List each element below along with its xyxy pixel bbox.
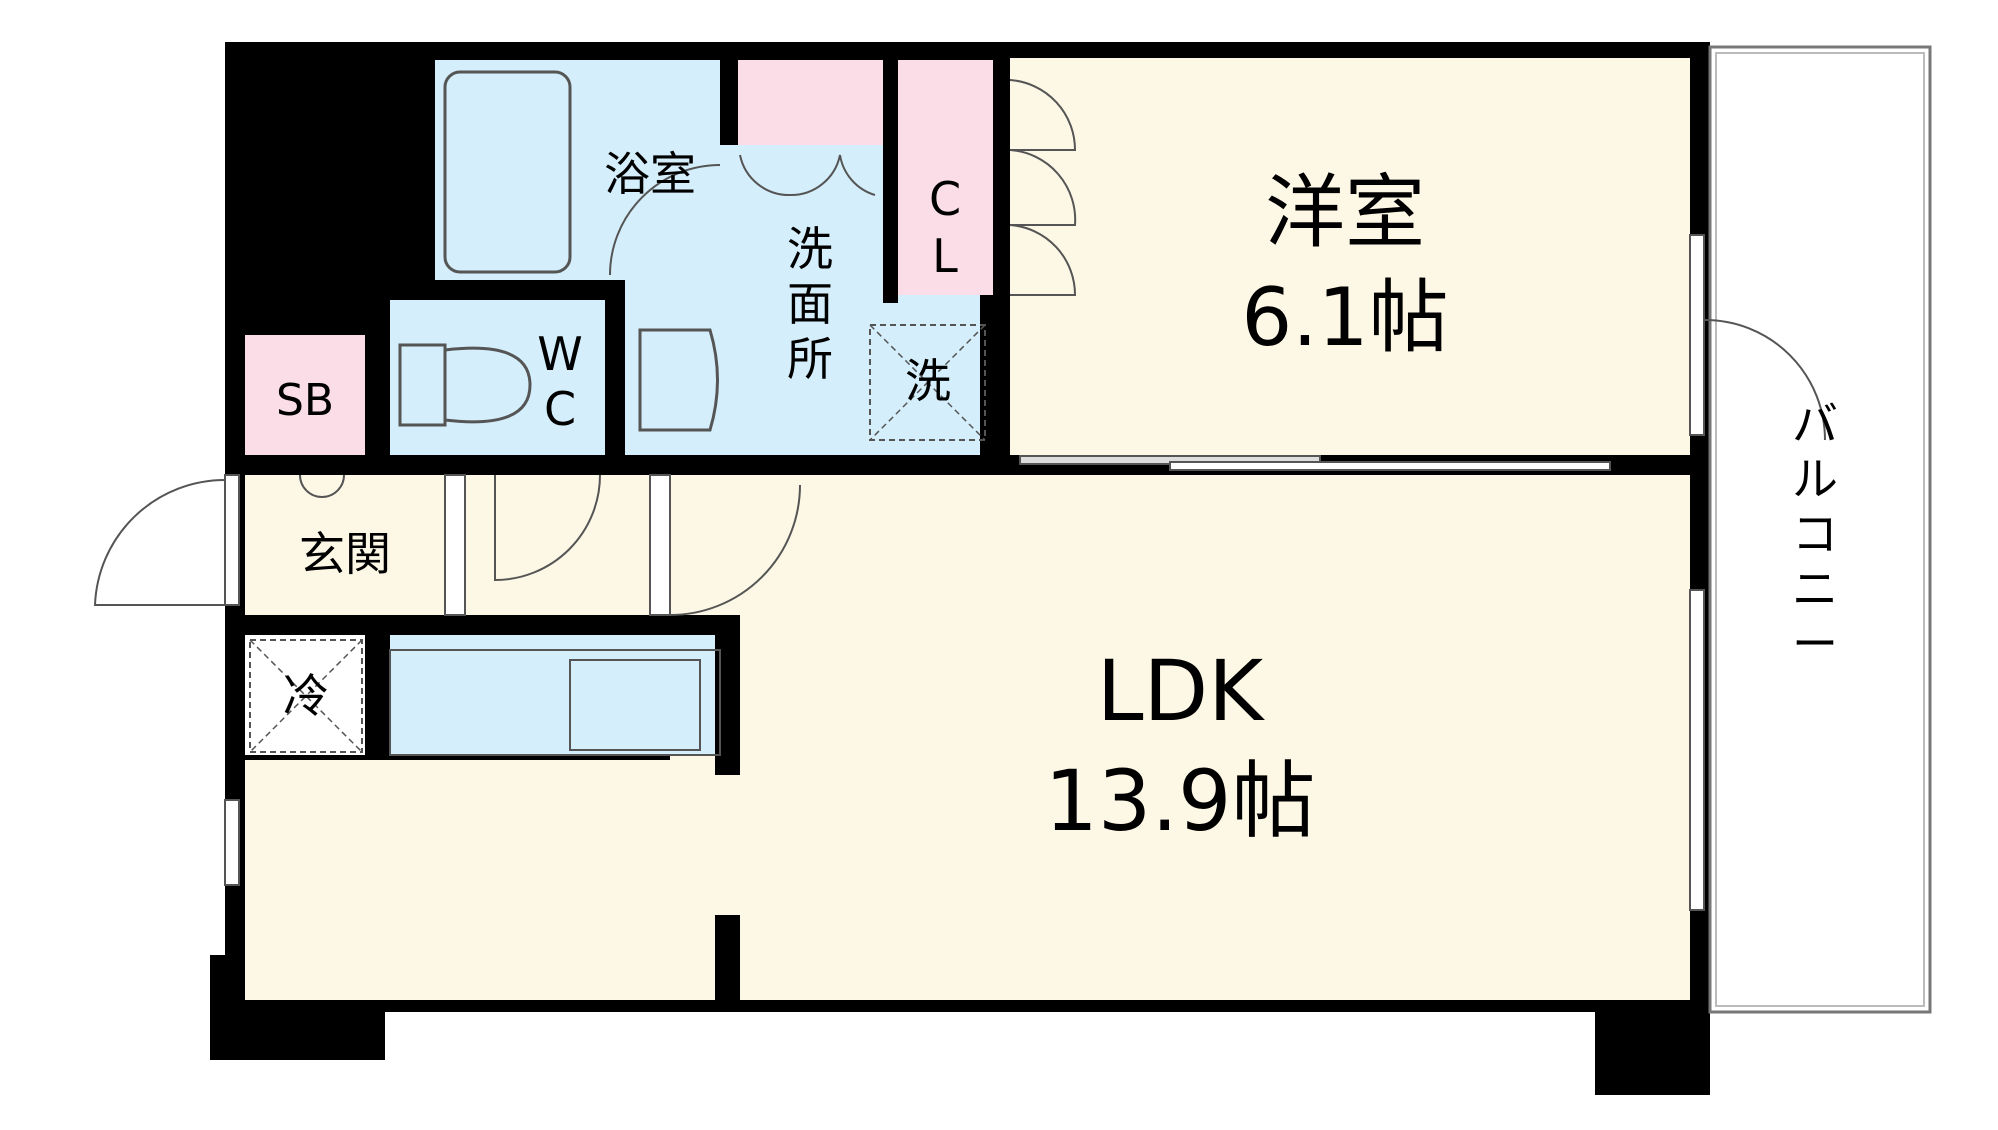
balcony-label-4: ニ (1792, 562, 1838, 616)
washroom-label-1: 洗 (787, 222, 833, 276)
balcony-inner-line (1715, 52, 1925, 1007)
ldk-name: LDK (1097, 642, 1265, 740)
partition-ldk-lower (715, 915, 740, 1000)
ldk-size: 13.9帖 (1044, 752, 1315, 850)
closet-label-1: C (929, 172, 961, 226)
hall-opening-1 (444, 474, 466, 616)
ldk-floor (670, 475, 1690, 1000)
partition-closet-left (883, 58, 898, 303)
toilet-label-2: C (544, 382, 576, 436)
fixtures (249, 70, 986, 756)
balcony-label-5: ー (1792, 617, 1838, 671)
closet-door-swing-1 (1009, 79, 1077, 151)
kitchen-counter (390, 635, 715, 755)
window-western-room (1689, 234, 1705, 436)
fridge-outline (249, 639, 363, 753)
shoebox-label: SB (276, 375, 334, 426)
wash-basin (638, 328, 719, 432)
doors-and-windows (224, 234, 1705, 911)
balcony-outline (1708, 45, 1932, 1014)
entrance-label: 玄関 (299, 527, 391, 581)
bath-door-swing (609, 164, 721, 276)
shoebox-door-swing (299, 474, 345, 499)
washroom-label-2: 面 (787, 277, 833, 331)
balcony-label-1: バ (1792, 397, 1838, 451)
closet-label-2: L (932, 229, 958, 283)
balcony-label-2: ル (1792, 452, 1838, 506)
fridge-label: 冷 (283, 669, 329, 723)
western-room-floor-recess (1010, 58, 1605, 158)
washer-pan (869, 324, 986, 441)
closet-door-swing-2 (1009, 149, 1077, 226)
toilet-bowl (398, 343, 532, 427)
window-kitchen (224, 799, 240, 886)
sliding-door-western-room-2 (1169, 461, 1611, 471)
washer-label: 洗 (905, 354, 951, 408)
bathtub (443, 70, 572, 274)
kitchen-sink (569, 659, 701, 751)
partition-kitchen-end (715, 615, 740, 775)
entrance-door-frame (224, 474, 240, 606)
western-room-name: 洋室 (1265, 166, 1425, 259)
entrance-door-swing (93, 479, 226, 606)
partition-washroom-bottom (605, 455, 1010, 475)
fridge-cross (249, 639, 363, 753)
closet-floor (898, 60, 993, 295)
partition-wc-bottom (245, 455, 670, 475)
kitchen-counter-outline (389, 649, 721, 756)
ldk-floor-lower-left (245, 760, 385, 955)
balcony-door-swing (1704, 319, 1826, 441)
door-swings (93, 79, 1826, 617)
window-ldk (1689, 589, 1705, 911)
closet-door-swing-3 (1009, 224, 1077, 296)
washroom-door-swing (739, 154, 876, 197)
washer-pan-cross (869, 324, 986, 441)
floors (245, 58, 1690, 1000)
washroom-label-3: 所 (787, 332, 833, 386)
partition-closet-right (993, 58, 1010, 475)
washroom-shelf (738, 60, 883, 145)
shoebox-floor (245, 335, 365, 455)
hall-opening-2 (649, 474, 671, 616)
western-room-size: 6.1帖 (1241, 271, 1448, 364)
toilet-label-1: W (537, 327, 582, 381)
balcony (1708, 45, 1932, 1014)
bathroom-label: 浴室 (604, 147, 696, 201)
toilet-floor (390, 300, 605, 455)
hall-door-swing-1 (494, 474, 601, 582)
partition-kitchen-top (245, 615, 740, 635)
balcony-label-3: コ (1792, 507, 1838, 561)
room-labels: 洋室 6.1帖 LDK 13.9帖 浴室 洗 面 所 C L W C SB 玄関… (276, 147, 1838, 850)
hall-door-swing-2 (669, 480, 801, 617)
